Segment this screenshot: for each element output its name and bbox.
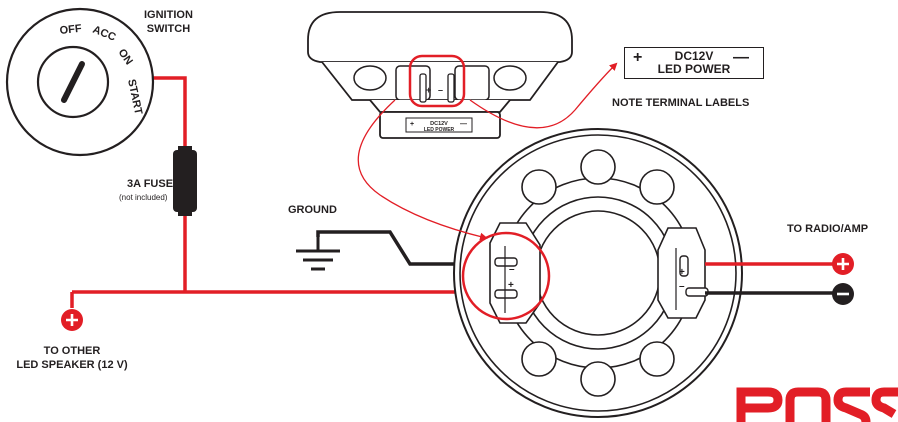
led-terminal-highlight bbox=[461, 231, 551, 321]
ground-symbol bbox=[296, 235, 340, 271]
other-speaker-line1: TO OTHER bbox=[43, 345, 101, 357]
radio-positive-terminal bbox=[832, 253, 854, 275]
top-terminal-minus: – bbox=[438, 85, 443, 95]
speaker-front bbox=[453, 128, 743, 418]
other-speaker-line2: LED SPEAKER (12 V) bbox=[16, 359, 128, 371]
ignition-power-wire bbox=[150, 76, 187, 150]
spk-terminal-minus: – bbox=[679, 281, 685, 292]
spk-terminal-plus: + bbox=[679, 267, 685, 278]
dc-label-line1: DC12V bbox=[674, 49, 714, 63]
pos-off: OFF bbox=[59, 23, 82, 37]
dc-label-line2: LED POWER bbox=[657, 62, 731, 76]
arrow-to-front-terminal bbox=[357, 99, 488, 241]
bus-wire-red bbox=[70, 290, 492, 308]
fuse-note: (not included) bbox=[119, 193, 168, 202]
led-terminal-plus: + bbox=[508, 280, 514, 291]
radio-negative-terminal bbox=[832, 283, 854, 305]
dc12v-label-box: + — DC12V LED POWER bbox=[624, 47, 764, 79]
led-terminal-minus: – bbox=[509, 264, 515, 275]
mini-label-line1: DC12V bbox=[430, 121, 448, 127]
ground-wire bbox=[316, 230, 492, 266]
mini-label-line2: LED POWER bbox=[424, 127, 455, 133]
top-terminal-plus: + bbox=[426, 85, 431, 95]
speaker-side-view bbox=[307, 11, 573, 139]
boss-logo bbox=[736, 387, 898, 422]
ignition-switch: OFF ACC ON START bbox=[5, 7, 155, 157]
radio-amp-label: TO RADIO/AMP bbox=[787, 223, 869, 235]
ignition-title-line2: SWITCH bbox=[146, 23, 191, 35]
fuse-3a bbox=[173, 146, 197, 216]
mini-label-minus: — bbox=[460, 121, 467, 128]
key-slot bbox=[61, 61, 85, 103]
dc-plus-sign: + bbox=[633, 49, 643, 66]
dc-minus-sign: — bbox=[733, 49, 749, 66]
arrow-to-dc-label bbox=[469, 62, 618, 129]
top-terminal-highlight bbox=[408, 54, 466, 108]
note-terminal-labels: NOTE TERMINAL LABELS bbox=[612, 97, 750, 109]
mini-label-plus: + bbox=[410, 121, 414, 128]
other-speaker-label: TO OTHER LED SPEAKER (12 V) bbox=[8, 344, 136, 372]
ignition-switch-title: IGNITION SWITCH bbox=[144, 8, 193, 36]
ignition-title-line1: IGNITION bbox=[144, 9, 193, 21]
ground-label: GROUND bbox=[288, 204, 337, 216]
fuse-label: 3A FUSE bbox=[127, 178, 174, 190]
other-speaker-positive-terminal bbox=[61, 309, 83, 331]
